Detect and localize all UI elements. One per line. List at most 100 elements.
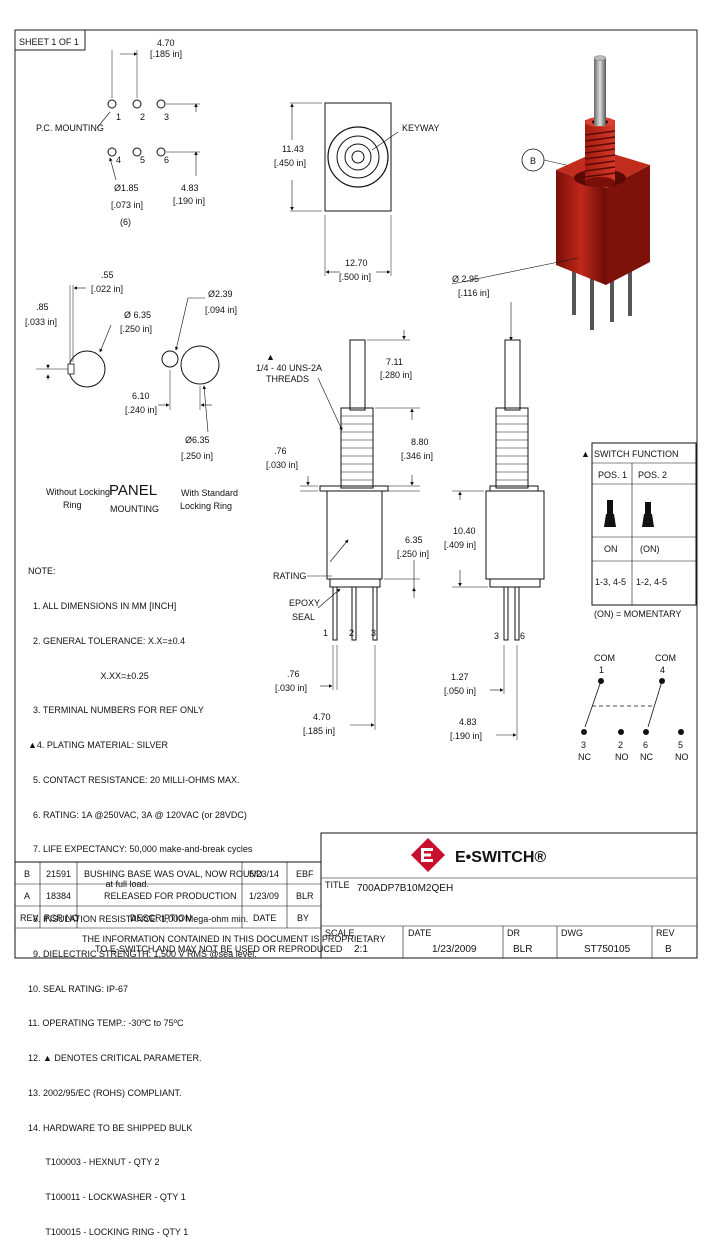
dim-text: 8.80	[411, 437, 429, 447]
dim-text: [.050 in]	[444, 686, 476, 696]
terminal-type: NC	[578, 752, 591, 762]
table-cell: (ON)	[640, 544, 660, 554]
dim-text: Ø 2.95	[452, 274, 479, 284]
rev-cell: 1/23/09	[249, 891, 279, 901]
note-line: 9. DIELECTRIC STRENGTH: 1,500 V RMS @sea…	[28, 948, 257, 959]
rev-cell: BLR	[296, 891, 314, 901]
epoxy-label: SEAL	[292, 612, 315, 622]
threads-label: THREADS	[266, 374, 309, 384]
rev-cell: 18384	[46, 891, 71, 901]
dim-text: [.450 in]	[274, 158, 306, 168]
dim-text: [.185 in]	[303, 726, 335, 736]
note-line: 8. INSULATION RESISTANCE: 1,000 Mega-ohm…	[28, 914, 249, 924]
dim-text: [.190 in]	[173, 196, 205, 206]
field-label: DATE	[408, 928, 431, 938]
rev-cell: A	[24, 891, 30, 901]
drawing-sheet: SHEET 1 OF 1 P.C. MOUNTING 1 2 3 4 5 6 4…	[14, 29, 698, 1237]
note-line: 7. LIFE EXPECTANCY: 50,000 make-and-brea…	[28, 844, 253, 855]
panel-caption: Without Locking	[46, 487, 110, 497]
table-header: POS. 2	[638, 470, 667, 480]
dim-text: 4.70	[313, 712, 331, 722]
dim-text: [.250 in]	[397, 549, 429, 559]
terminal-number: 2	[618, 740, 623, 750]
dim-text: 1.27	[451, 672, 469, 682]
note-line: 13. 2002/95/EC (ROHS) COMPLIANT.	[28, 1087, 182, 1098]
pin-label: 3	[371, 628, 376, 638]
rev-value: B	[665, 944, 672, 955]
dim-text: 7.11	[386, 357, 403, 367]
terminal-number: 5	[678, 740, 683, 750]
svg-text:▲: ▲	[581, 449, 590, 459]
rev-cell: B	[24, 869, 30, 879]
switch-function-table: ▲ SWITCH FUNCTION POS. 1 POS. 2 ON (ON) …	[581, 442, 697, 619]
note-line: NOTE:	[28, 566, 56, 577]
pin-label: 6	[164, 155, 169, 165]
note-line: 5. CONTACT RESISTANCE: 20 MILLI-OHMS MAX…	[28, 774, 240, 785]
dim-text: [.073 in]	[111, 200, 143, 210]
pin-label: 1	[323, 628, 328, 638]
drawn-by-value: BLR	[513, 944, 532, 955]
title-block: E•SWITCH® TITLE 700ADP7B10M2QEH SCALE 2:…	[320, 832, 698, 959]
pin-label: 3	[494, 631, 499, 641]
schematic-com: 4	[660, 665, 665, 675]
field-label: DR	[507, 928, 520, 938]
note-line: 6. RATING: 1A @250VAC, 3A @ 120VAC (or 2…	[28, 809, 247, 820]
sheet-label: SHEET 1 OF 1	[19, 37, 79, 47]
dim-text: [.185 in]	[150, 49, 182, 59]
rev-cell: BUSHING BASE WAS OVAL, NOW ROUND	[84, 869, 263, 879]
table-header: POS. 1	[598, 470, 627, 480]
rev-header: PCR NO	[44, 913, 79, 923]
schematic-com: COM	[594, 653, 615, 663]
dwg-value: ST750105	[584, 944, 631, 955]
dim-text: .76	[274, 446, 287, 456]
dim-text: [.240 in]	[125, 405, 157, 415]
rev-cell: EBF	[296, 869, 314, 879]
brand-name: E•SWITCH®	[455, 849, 546, 866]
svg-text:▲: ▲	[266, 352, 275, 362]
terminal-type: NO	[675, 752, 689, 762]
rev-header: DATE	[253, 913, 276, 923]
panel-mounting-view: .55 [.022 in] .85 [.033 in] Ø 6.35 [.250…	[25, 270, 238, 514]
note-line: 10. SEAL RATING: IP-67	[28, 983, 129, 994]
iso-label-b: B	[530, 156, 536, 166]
pin-label: 6	[520, 631, 525, 641]
schematic-com: 1	[599, 665, 604, 675]
dim-text: [.116 in]	[458, 288, 489, 298]
terminal-number: 6	[643, 740, 648, 750]
note-line: 11. OPERATING TEMP.: -30ºC to 75ºC	[28, 1018, 184, 1029]
dim-text: 4.83	[459, 717, 477, 727]
field-label: DWG	[561, 928, 583, 938]
rev-cell: RELEASED FOR PRODUCTION	[104, 891, 237, 901]
switch-schematic: COM 1 COM 4 3 2 6 5 NC NO NC NO	[578, 653, 689, 762]
disclaimer: THE INFORMATION CONTAINED IN THIS DOCUME…	[82, 934, 386, 944]
iso-switch-render: B	[521, 55, 650, 330]
dim-text: .76	[287, 669, 300, 679]
field-label: SCALE	[325, 928, 355, 938]
note-line: 12. ▲ DENOTES CRITICAL PARAMETER.	[28, 1053, 202, 1064]
dim-text: (6)	[120, 217, 131, 227]
dim-text: [.033 in]	[25, 317, 57, 327]
panel-title: MOUNTING	[110, 504, 159, 514]
dim-text: [.500 in]	[339, 272, 371, 282]
dim-text: Ø 6.35	[124, 310, 151, 320]
table-cell: 1-3, 4-5	[595, 577, 626, 587]
note-line: T100011 - LOCKWASHER - QTY 1	[28, 1192, 186, 1203]
front-view: 3 6 10.40 [.409 in] 1.27 [.050 in] 4.83 …	[444, 339, 545, 741]
dim-text: Ø6.35	[185, 435, 210, 445]
pin-label: 3	[164, 112, 169, 122]
keyway-label: KEYWAY	[402, 123, 440, 133]
sheet-label-box	[14, 29, 86, 51]
rating-label: RATING	[273, 571, 306, 581]
table-cell: ON	[604, 544, 618, 554]
threads-label: 1/4 - 40 UNS-2A	[256, 363, 322, 373]
top-view: KEYWAY 11.43 [.450 in] 12.70 [.500 in]	[274, 102, 440, 282]
dim-text: [.250 in]	[181, 451, 213, 461]
pin-label: 2	[140, 112, 145, 122]
technical-drawing: SHEET 1 OF 1 P.C. MOUNTING 1 2 3 4 5 6 4…	[14, 29, 698, 959]
momentary-footnote: (ON) = MOMENTARY	[594, 609, 681, 619]
dim-text: 6.35	[405, 535, 423, 545]
rev-header: DESCRIPTION	[130, 913, 192, 923]
panel-title: PANEL	[109, 482, 157, 499]
panel-caption: Ring	[63, 500, 82, 510]
note-line: T100015 - LOCKING RING - QTY 1	[28, 1227, 189, 1238]
